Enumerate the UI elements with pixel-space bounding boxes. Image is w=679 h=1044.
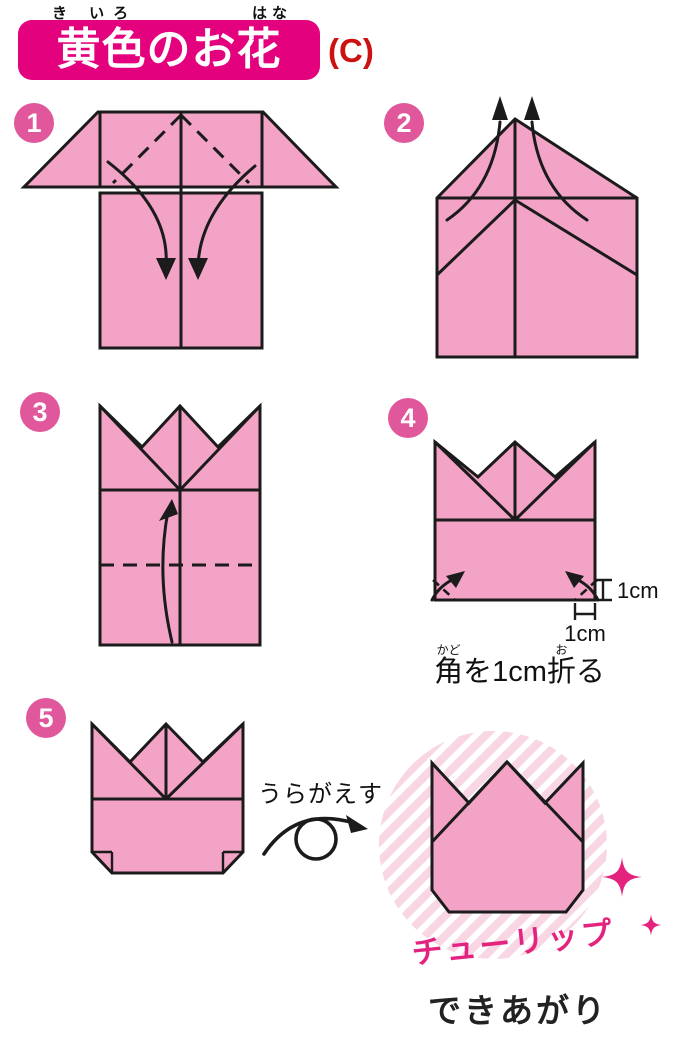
diagonal-crease-right xyxy=(514,198,638,277)
caption-kanji-1: 角 xyxy=(434,656,464,689)
title-banner: 黄色のお花 xyxy=(18,20,320,80)
folded-corner-left xyxy=(92,850,114,873)
corner-arrow-left xyxy=(430,571,465,602)
step-4-caption: かど 角 を1cm お 折 る xyxy=(422,643,617,689)
fold-arrow-right xyxy=(188,164,257,280)
sparkle-icon xyxy=(602,857,642,897)
step-2-number: 2 xyxy=(396,107,412,138)
folded-corner-right xyxy=(221,850,243,873)
step-3-badge: 3 xyxy=(20,392,60,432)
step-5-badge: 5 xyxy=(26,698,66,738)
step-4-diagram: 1cm 1cm xyxy=(430,438,659,645)
measurement-label-bottom: 1cm xyxy=(564,621,606,645)
corner-arrow-right xyxy=(565,571,600,602)
measurement-label-side: 1cm xyxy=(617,578,659,603)
pull-arrow-right xyxy=(524,96,589,222)
fold-arrow-left xyxy=(106,160,176,280)
corner-fold-line-right xyxy=(574,579,598,601)
title-suffix: (C) xyxy=(328,32,374,69)
page-title: 黄色のお花 xyxy=(56,25,282,74)
step-5-diagram xyxy=(90,720,245,875)
caption-ruby-1: かど 角 xyxy=(434,643,464,689)
fold-up-arrow xyxy=(159,499,178,644)
step-1-badge: 1 xyxy=(14,103,54,143)
origami-paper xyxy=(435,117,639,359)
flip-arrow-icon xyxy=(262,815,368,861)
step-2-diagram xyxy=(435,96,639,359)
diagonal-crease-right xyxy=(178,404,262,492)
fold-line-left xyxy=(111,113,183,185)
step-4-badge: 4 xyxy=(388,398,428,438)
step-1-number: 1 xyxy=(26,107,42,138)
result-illustration xyxy=(379,731,662,959)
caption-ruby-2: お 折 xyxy=(546,643,576,689)
sparkle-icon-small xyxy=(640,914,662,936)
title-furigana-left: き いろ xyxy=(52,5,138,22)
caption-furigana-1: かど xyxy=(436,643,461,657)
side-measure-bracket: 1cm xyxy=(594,578,659,603)
pull-arrow-left xyxy=(445,96,508,222)
diagonal-crease-right xyxy=(164,722,245,801)
diagonal-crease-left xyxy=(435,198,517,277)
step-3-diagram xyxy=(98,402,262,647)
step-4-number: 4 xyxy=(400,402,416,433)
step-1-diagram xyxy=(20,110,340,350)
title-furigana-right: はな xyxy=(252,5,293,22)
step-5-number: 5 xyxy=(38,702,54,733)
tulip-shape xyxy=(430,759,585,914)
caption-tail: る xyxy=(575,656,605,689)
corner-fold-line-left xyxy=(432,579,456,601)
diagonal-crease-right xyxy=(513,440,597,522)
bottom-measure-bracket: 1cm xyxy=(564,603,606,645)
fold-line-right xyxy=(179,113,251,185)
step-2-badge: 2 xyxy=(384,103,424,143)
caption-kanji-2: 折 xyxy=(546,656,576,689)
result-status: できあがり xyxy=(428,992,608,1029)
diagonal-crease-left xyxy=(433,440,517,522)
caption-furigana-2: お xyxy=(555,643,568,657)
flip-label: うらがえす xyxy=(258,781,383,808)
step-3-number: 3 xyxy=(32,396,48,427)
diagonal-crease-left xyxy=(98,404,182,492)
diagonal-crease-left xyxy=(90,722,168,801)
caption-middle: を1cm xyxy=(463,656,547,689)
